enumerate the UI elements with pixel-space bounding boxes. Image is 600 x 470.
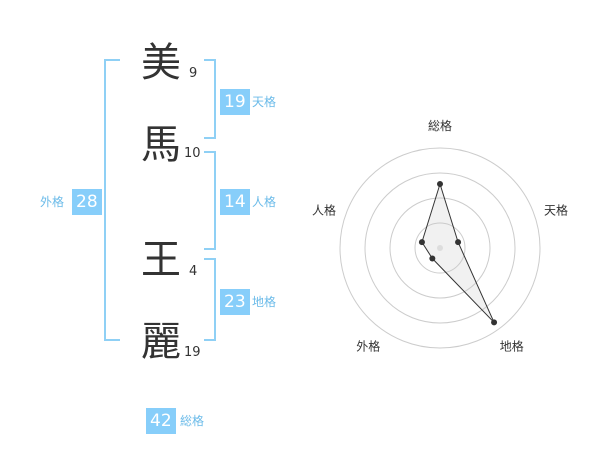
radar-axis-label-5: 人格	[312, 202, 336, 217]
stroke-count-1: 9	[189, 66, 198, 81]
radar-points	[418, 181, 498, 326]
stroke-count-3: 4	[189, 264, 198, 279]
gaikaku-value-badge: 28	[72, 189, 102, 215]
jinkaku-value-badge: 14	[220, 189, 250, 215]
radar-point-5	[418, 239, 425, 246]
radar-point-1	[437, 181, 443, 187]
soukaku-label: 総格	[180, 414, 205, 428]
name-char-4: 麗	[141, 319, 181, 365]
tenkaku-bracket	[204, 59, 216, 139]
stroke-count-2: 10	[184, 146, 201, 161]
radar-axis-label-4: 外格	[356, 339, 380, 354]
stroke-count-4: 19	[184, 345, 201, 360]
chikaku-value-badge: 23	[220, 289, 250, 315]
gaikaku-bracket	[104, 59, 120, 341]
radar-center-dot	[437, 245, 443, 251]
radar-ring-2	[389, 197, 491, 299]
tenkaku-value-badge: 19	[220, 89, 250, 115]
chikaku-label: 地格	[252, 295, 277, 309]
radar-point-2	[455, 239, 462, 246]
radar-axis-label-3: 地格	[500, 339, 524, 354]
name-char-1: 美	[141, 40, 181, 86]
gaikaku-label: 外格	[40, 195, 65, 209]
name-char-3: 王	[141, 237, 181, 283]
radar-axis-label-1: 総格	[428, 118, 452, 133]
name-char-2: 馬	[141, 122, 181, 168]
jinkaku-bracket	[204, 151, 216, 250]
soukaku-value-badge: 42	[146, 408, 176, 434]
radar-axis-label-2: 天格	[544, 202, 568, 217]
radar-ring-4	[339, 147, 541, 349]
chikaku-bracket	[204, 258, 216, 341]
radar-point-4	[429, 255, 436, 262]
radar-point-3	[491, 319, 498, 326]
radar-area	[421, 182, 495, 323]
radar-rings	[339, 147, 541, 349]
radar-ring-3	[364, 172, 516, 324]
radar-ring-1	[414, 222, 466, 274]
jinkaku-label: 人格	[252, 195, 277, 209]
tenkaku-label: 天格	[252, 95, 277, 109]
